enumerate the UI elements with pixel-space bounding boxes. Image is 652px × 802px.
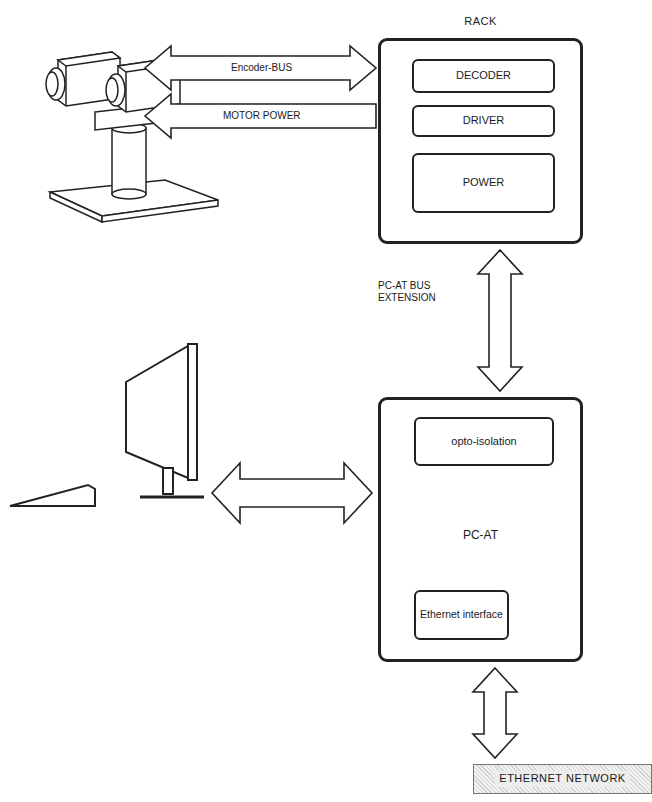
keyboard	[10, 485, 95, 506]
base-plate-edge	[50, 192, 102, 222]
bus-label: Encoder-BUS	[231, 62, 292, 74]
monitor-foot	[140, 496, 204, 499]
module-box: POWER	[412, 153, 555, 213]
terminal-link-arrow	[212, 463, 372, 523]
pedestal	[112, 128, 146, 194]
camera-lens	[106, 78, 118, 102]
terminal	[10, 344, 204, 506]
camera-top	[58, 52, 120, 66]
box-label: PC-AT	[381, 528, 580, 543]
box-label: Ethernet interface	[420, 608, 503, 621]
edge-label: PC-AT BUS EXTENSION	[378, 280, 470, 304]
bus-arrow	[478, 250, 522, 391]
motor-power-arrow	[145, 94, 376, 138]
monitor-screen	[126, 346, 188, 478]
module-box: DECODER	[412, 59, 555, 93]
module-box: DRIVER	[412, 105, 555, 137]
camera-body	[58, 52, 120, 106]
network-band: ETHERNET NETWORK	[473, 764, 652, 794]
pedestal-foot	[112, 189, 146, 199]
camera-lens	[47, 68, 65, 100]
base-plate-edge	[102, 200, 218, 222]
bus-label: MOTOR POWER	[223, 110, 301, 122]
computer-box: PC-AT opto-isolationEthernet interface	[378, 397, 583, 662]
card-box: opto-isolation	[414, 417, 554, 466]
bus-arrow	[473, 668, 517, 758]
box-label: DECODER	[456, 69, 511, 83]
card-box: Ethernet interface	[414, 590, 509, 640]
camera-lens	[46, 72, 58, 96]
monitor-stand	[163, 468, 173, 494]
rack-box: RACKDECODERDRIVERPOWER	[378, 38, 583, 244]
box-label: ETHERNET NETWORK	[495, 771, 629, 787]
monitor-front	[188, 344, 197, 480]
encoder-bus-arrow	[145, 46, 376, 90]
box-label: opto-isolation	[451, 435, 516, 449]
camera-lens	[107, 74, 125, 106]
box-label: POWER	[463, 176, 505, 190]
box-heading: RACK	[381, 15, 580, 29]
box-label: DRIVER	[463, 114, 505, 128]
